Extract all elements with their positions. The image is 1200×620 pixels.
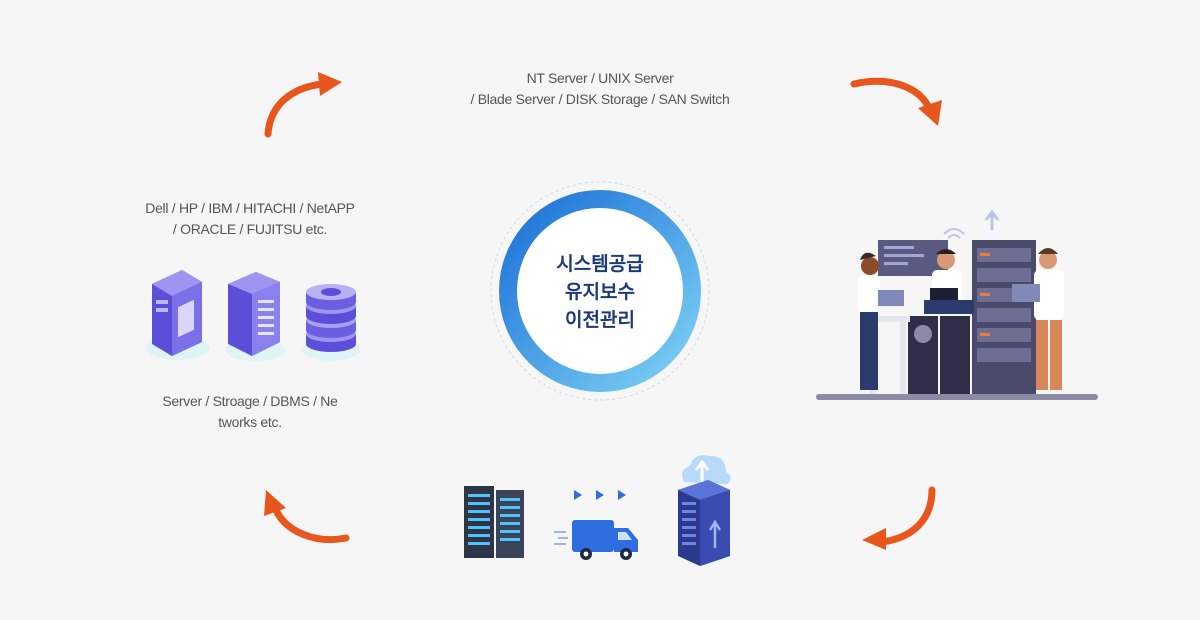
arrow-bottom-left-icon: [264, 490, 350, 544]
vendor-description: Dell / HP / IBM / HITACHI / NetAPP / ORA…: [120, 198, 380, 240]
category-line-2: tworks etc.: [218, 414, 282, 430]
category-description: Server / Stroage / DBMS / Ne tworks etc.: [150, 391, 350, 433]
arrow-bottom-right-icon: [862, 486, 936, 550]
play-arrows-icon: [574, 490, 626, 500]
database-icon: [302, 284, 360, 361]
center-line-1: 시스템공급: [556, 253, 644, 275]
server-rack-icon: [225, 272, 285, 361]
arrow-top-right-icon: [850, 77, 942, 126]
center-ring: [490, 181, 710, 401]
server-team-illustration: [816, 209, 1098, 400]
center-title: 시스템공급 유지보수 이전관리: [500, 250, 700, 334]
center-line-3: 이전관리: [565, 309, 635, 331]
top-line-1: NT Server / UNIX Server: [526, 70, 674, 86]
delivery-truck-icon: [554, 520, 638, 560]
top-description: NT Server / UNIX Server / Blade Server /…: [430, 68, 770, 110]
server-rack-kiosk-icon: [146, 270, 210, 360]
top-line-2: / Blade Server / DISK Storage / SAN Swit…: [470, 91, 730, 107]
center-line-2: 유지보수: [565, 281, 635, 303]
vendor-line-2: / ORACLE / FUJITSU etc.: [172, 221, 328, 237]
category-line-1: Server / Stroage / DBMS / Ne: [162, 393, 338, 409]
vendor-line-1: Dell / HP / IBM / HITACHI / NetAPP: [145, 200, 355, 216]
arrow-top-left-icon: [264, 72, 342, 138]
server-cabinets-icon: [464, 486, 524, 558]
cloud-server-icon: [678, 455, 731, 566]
